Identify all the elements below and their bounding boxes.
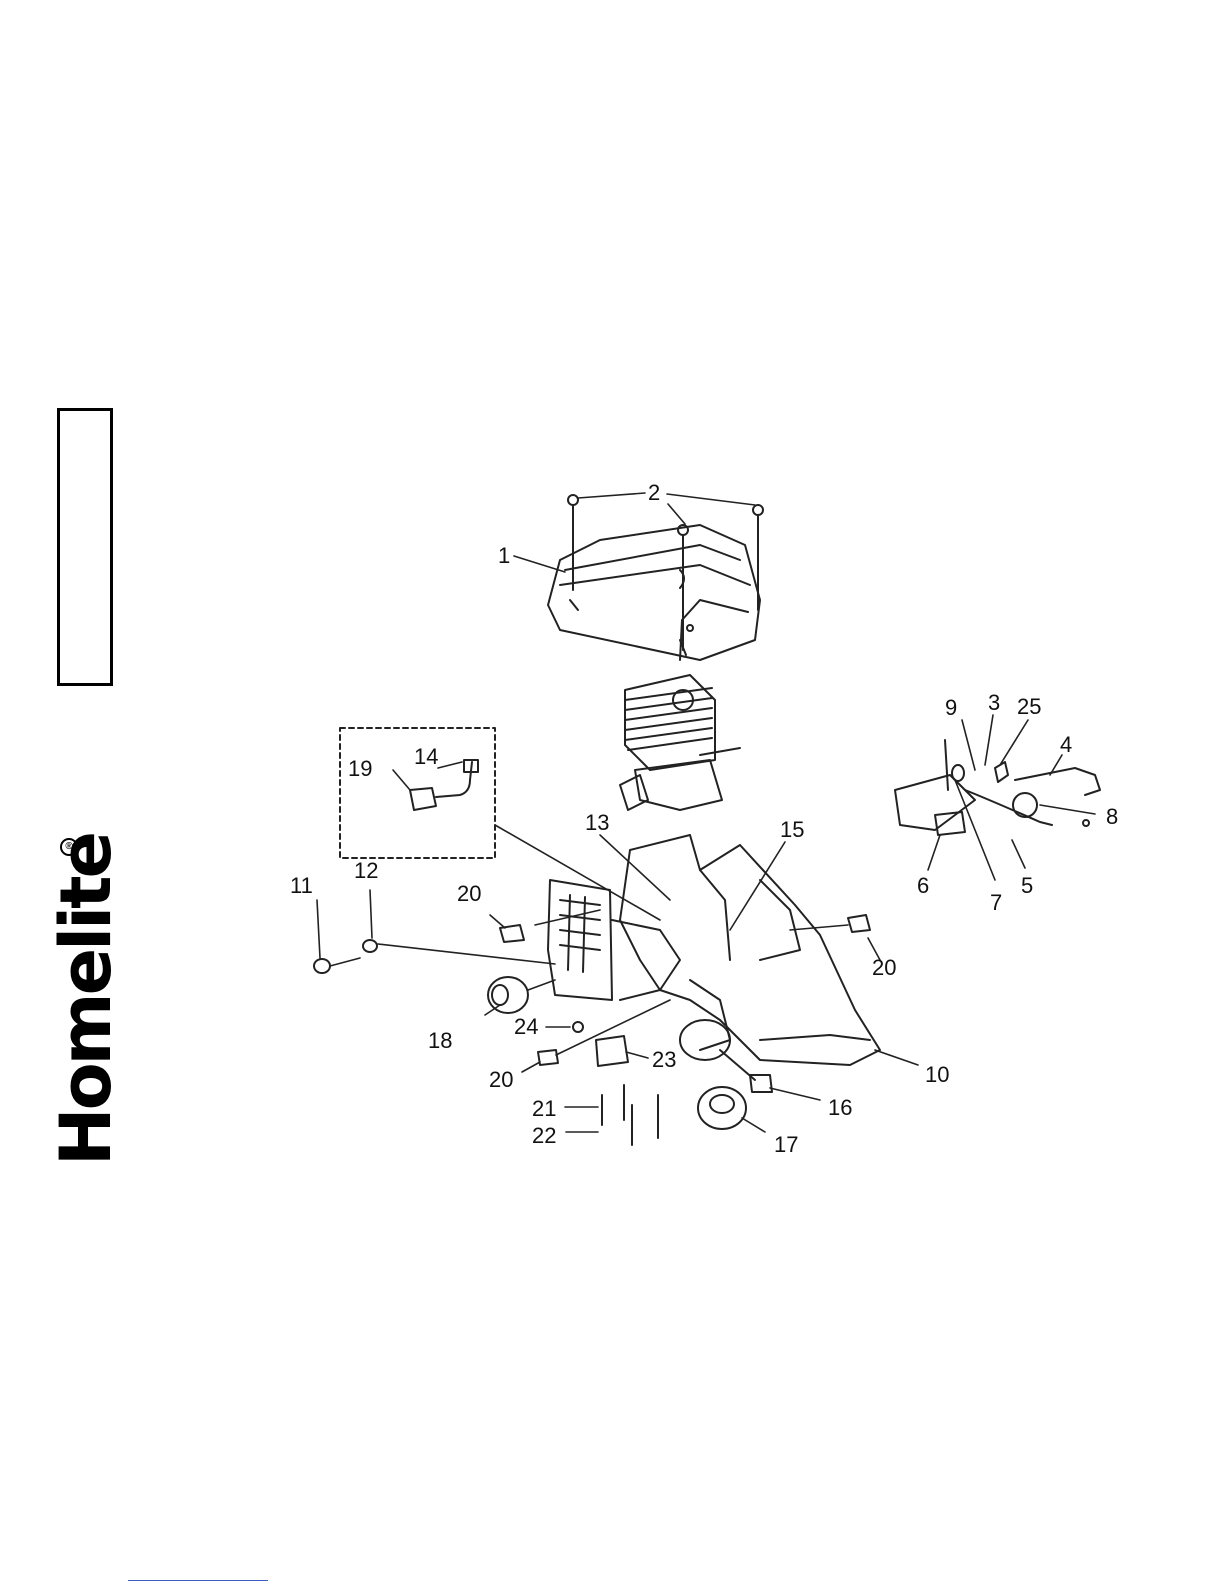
callout-20-upper-left: 20 (457, 881, 481, 906)
engine-cylinder-part (620, 675, 740, 810)
clip-part-20b (848, 915, 870, 932)
callout-11: 11 (290, 873, 313, 898)
mount-part-18 (488, 977, 528, 1013)
callout-1: 1 (498, 543, 510, 568)
callout-10: 10 (925, 1062, 949, 1087)
fuel-cap-part-17 (698, 1087, 746, 1129)
cover-screws-part (568, 495, 763, 650)
callout-19: 19 (348, 756, 372, 781)
cap-part-11 (314, 959, 330, 973)
callout-5: 5 (1021, 873, 1033, 898)
callout-9: 9 (945, 695, 957, 720)
callout-12: 12 (354, 858, 378, 883)
side-plate-part (548, 880, 680, 1000)
callout-15: 15 (780, 817, 804, 842)
callout-8: 8 (1106, 804, 1118, 829)
filter-block-part-23 (596, 1036, 628, 1066)
callout-16: 16 (828, 1095, 852, 1120)
callout-3: 3 (988, 690, 1000, 715)
footer-link-line (128, 1580, 268, 1581)
callout-6: 6 (917, 873, 929, 898)
callout-22: 22 (532, 1123, 556, 1148)
callout-17: 17 (774, 1132, 798, 1157)
grommet-part-12 (363, 940, 377, 952)
callout-18: 18 (428, 1028, 452, 1053)
callout-23: 23 (652, 1047, 676, 1072)
top-cover-part (548, 525, 760, 660)
clip-part-20c (538, 1050, 558, 1065)
callout-20-right: 20 (872, 955, 896, 980)
callout-labels: 1 2 3 25 9 4 8 6 7 5 19 14 13 15 11 12 2… (290, 480, 1118, 1157)
callout-20-lower-left: 20 (489, 1067, 513, 1092)
callout-4: 4 (1060, 732, 1072, 757)
callout-24: 24 (514, 1014, 538, 1039)
callout-14: 14 (414, 744, 438, 769)
nut-part-24 (573, 1022, 583, 1032)
oil-cap-part-16 (680, 1020, 772, 1092)
crankcase-handle-part (620, 835, 880, 1065)
callout-7: 7 (990, 890, 1002, 915)
bolts-part-21-22 (602, 1085, 658, 1145)
callout-21: 21 (532, 1096, 556, 1121)
callout-13: 13 (585, 810, 609, 835)
callout-2: 2 (648, 480, 660, 505)
callout-25: 25 (1017, 694, 1041, 719)
